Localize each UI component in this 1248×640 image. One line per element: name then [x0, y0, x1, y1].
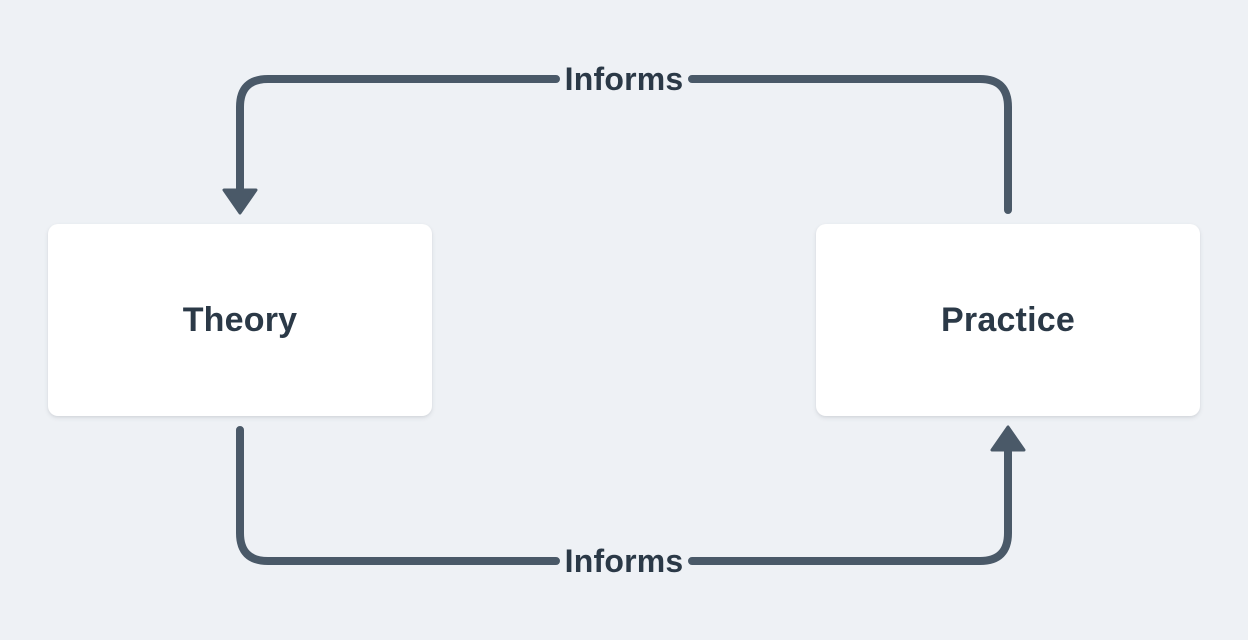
edge-bottom-line-left — [236, 426, 560, 565]
edge-bottom-arrow — [236, 425, 1026, 565]
edge-bottom-label: Informs — [564, 542, 684, 579]
edge-bottom-line-right — [688, 444, 1012, 565]
node-theory-label: Theory — [182, 300, 298, 339]
node-practice-label: Practice — [941, 300, 1075, 339]
node-theory: Theory — [48, 224, 432, 416]
arrowhead-up-icon — [990, 425, 1026, 452]
arrowhead-down-icon — [222, 188, 258, 215]
edge-top-line-right — [688, 75, 1012, 214]
node-practice: Practice — [816, 224, 1200, 416]
edge-top-label: Informs — [564, 60, 684, 97]
edge-top-line-left — [236, 75, 560, 196]
edge-top-arrow — [222, 75, 1012, 215]
